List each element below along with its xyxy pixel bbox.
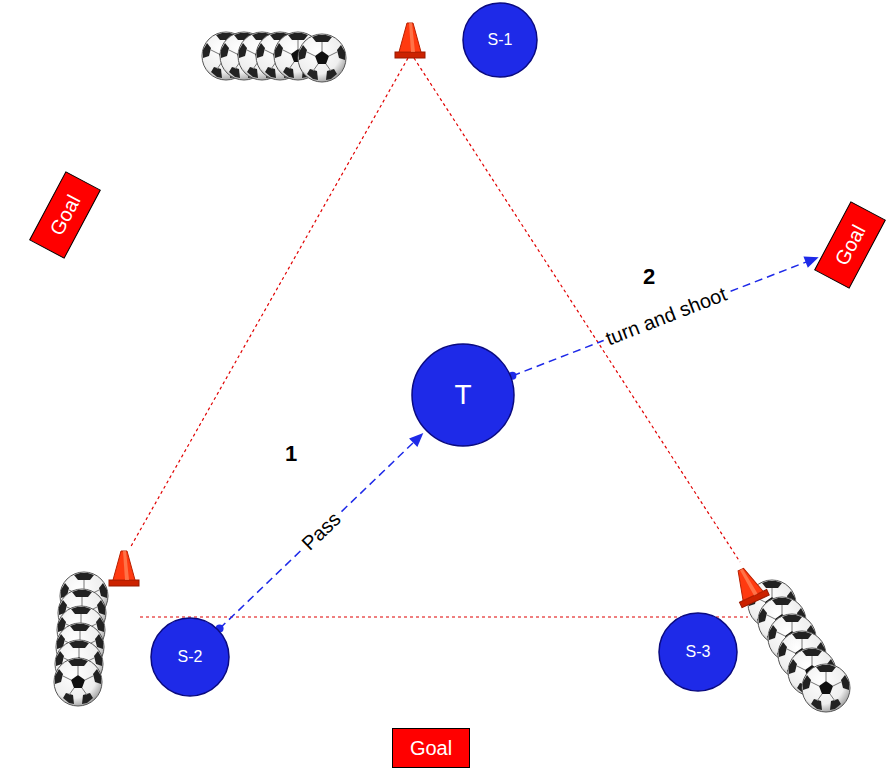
player-name: T xyxy=(454,381,471,409)
circle-shape xyxy=(463,3,537,77)
player-circle: S-2 xyxy=(150,617,230,697)
arrow-head xyxy=(409,433,423,447)
callout-number: 1 xyxy=(285,443,297,465)
arrow-label: turn and shoot xyxy=(599,282,732,351)
arrow-label: Pass xyxy=(296,505,348,556)
field-triangle xyxy=(130,58,748,617)
goal-label: Goal xyxy=(410,738,452,758)
circle-shape xyxy=(151,618,229,696)
pass-arrow xyxy=(216,433,424,633)
goal-box: Goal xyxy=(814,201,886,289)
cone xyxy=(727,563,769,607)
player-name: S-3 xyxy=(686,644,711,660)
circle-shape xyxy=(412,344,514,446)
ball-stack-right xyxy=(748,580,850,712)
cone xyxy=(395,23,425,58)
ball-stack-left xyxy=(54,572,108,706)
cone xyxy=(109,551,139,586)
player-name: S-2 xyxy=(178,649,203,665)
arrow-line xyxy=(512,261,807,375)
player-circle: S-3 xyxy=(658,612,738,692)
player-name: S-1 xyxy=(488,32,513,48)
callout-number: 2 xyxy=(643,266,655,288)
player-circle: T xyxy=(411,343,515,447)
goal-box: Goal xyxy=(29,171,101,259)
goal-box: Goal xyxy=(392,728,470,768)
arrow-line xyxy=(220,441,415,628)
player-circle: S-1 xyxy=(462,2,538,78)
circle-shape xyxy=(659,613,737,691)
goal-shape xyxy=(815,202,886,288)
pass-arrow xyxy=(508,257,818,380)
goal-shape xyxy=(30,172,101,258)
ball-stack-top xyxy=(202,32,346,82)
goal-shape xyxy=(393,729,470,768)
